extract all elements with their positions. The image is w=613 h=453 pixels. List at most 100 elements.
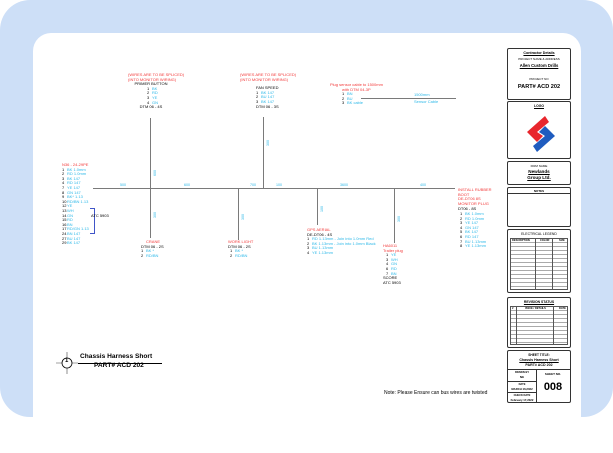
pin-number: 16 xyxy=(62,221,67,227)
firm-name: Group Ltd. xyxy=(527,175,551,180)
wire-color: WH xyxy=(67,207,74,213)
project-no-label: PROJECT NO xyxy=(529,77,549,81)
project-name: Allen Custom Drills xyxy=(519,63,559,68)
firm-name: Newlands xyxy=(528,169,550,174)
legend-col: DESCRIPTION xyxy=(512,238,530,242)
primer-branch xyxy=(150,118,151,188)
sheet-title-label: SHEET TITLE: xyxy=(528,353,550,357)
pin-number: 6 xyxy=(460,233,463,239)
twist-note: Note: Please Ensure can bus wires are tw… xyxy=(384,390,488,396)
wire-color: YE 147 xyxy=(67,184,81,190)
connector-title: PRIMER BUTTON xyxy=(134,81,168,87)
revision-col: # xyxy=(512,306,514,310)
wire-color: YE 1.13mm xyxy=(465,243,486,249)
pin-number: 1 xyxy=(342,91,345,97)
detail-marker-icon xyxy=(56,352,78,374)
wire-color: BK 147 xyxy=(67,175,81,181)
pin-number: 15 xyxy=(62,217,67,223)
pin-number: 13 xyxy=(62,207,67,213)
pin-row: 27BU 147 xyxy=(62,236,89,242)
wire-color: RD/BN xyxy=(235,252,248,258)
logo-box: LOGO xyxy=(507,101,571,159)
firm-label: FIRM NAME xyxy=(530,163,548,168)
dim-label: 300 xyxy=(241,214,245,220)
wire-color: GN 147 xyxy=(465,224,479,230)
sheet-part: PART# ACD 202 xyxy=(525,362,553,367)
dim-label: 100 xyxy=(320,206,324,212)
wire-color: RD xyxy=(152,90,158,96)
fan-speed-connector: (WIRES ARE TO BE SPLICED) (INTO MONITOR … xyxy=(240,72,296,109)
project-label: PROJECT NAME & ADDRESS xyxy=(518,57,560,61)
drawn-by: NE xyxy=(519,375,525,379)
wire-color: BK cable xyxy=(347,100,364,106)
pin-number: 1 xyxy=(62,166,65,172)
wire-color: GN 147 xyxy=(67,189,81,195)
wire-color: YE xyxy=(152,94,158,100)
company-logo-icon xyxy=(527,116,555,152)
pin-row: 10RD/BN 1.13 xyxy=(62,198,89,205)
work-light-branch xyxy=(238,188,239,240)
connector-title: WORK LIGHT xyxy=(228,239,254,244)
contractor-heading: Contractor Details xyxy=(523,51,555,55)
splice-note: (INTO MONITOR WIRING) xyxy=(240,76,289,82)
wire-color: YE xyxy=(391,252,397,258)
wire-color: BN xyxy=(347,91,353,97)
connector-title: Trailer plug xyxy=(383,247,403,253)
project-no: PART# ACD 202 xyxy=(517,84,561,90)
drawing-part: PART# ACD 202 xyxy=(94,362,144,369)
connector-part: ATC 5903 xyxy=(383,279,401,285)
wire-color: RD/BN 1.13 xyxy=(67,198,89,204)
dim-label: 3600 xyxy=(340,183,348,187)
wire-color: YE 147 xyxy=(465,220,479,226)
sensor-connector: Plug sensor cable to 1500mm with DTM 04-… xyxy=(330,82,383,106)
wire-color: RD 147 xyxy=(67,180,81,186)
pin-number: 10 xyxy=(62,198,67,204)
pin-number: 29 xyxy=(62,240,67,246)
contractor-details: Contractor Details PROJECT NAME & ADDRES… xyxy=(507,48,571,100)
revision-title: REVISION STATUS xyxy=(523,300,555,304)
date-label: DATE xyxy=(518,382,526,386)
connector-title: CRANE xyxy=(146,239,161,244)
wire-color: BN xyxy=(67,221,73,227)
pin-number: 2 xyxy=(147,90,150,96)
wire-color: BK 147 xyxy=(465,229,479,235)
pin-number: 3 xyxy=(256,98,259,104)
dim-label: 600 xyxy=(153,170,157,176)
revision-status: REVISION STATUS # ISSUE / DETAILS DATE xyxy=(507,297,571,348)
pin-number: 3 xyxy=(460,220,463,226)
wire-color: YE 1.13mm xyxy=(312,249,333,255)
wire-color: GN xyxy=(152,99,158,105)
connector-title: FAN SPEED xyxy=(256,85,279,91)
pin-number: 2 xyxy=(307,240,310,246)
pin-row: 15RD xyxy=(62,217,89,223)
dim-label: 300 xyxy=(397,216,401,222)
dim-label: 700 xyxy=(250,183,256,187)
caption-underline xyxy=(78,362,162,364)
atc-bracket xyxy=(90,208,95,234)
legend-col: SIZE xyxy=(559,238,565,242)
pin-number: 4 xyxy=(386,261,389,267)
